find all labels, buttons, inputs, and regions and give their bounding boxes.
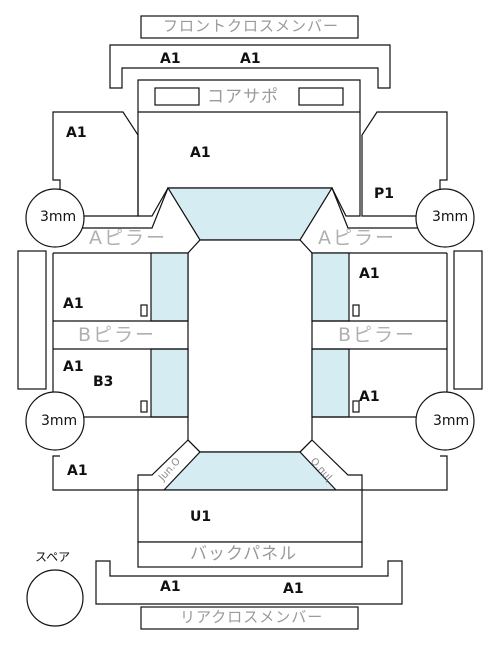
front-left-fender-outline <box>52 111 139 217</box>
c-pillar-lines <box>187 439 313 453</box>
rear-cross-member-label: リアクロスメンバー <box>180 608 324 626</box>
tire-rear-right-value: 3mm <box>433 413 470 429</box>
grade-front-left-door: A1 <box>63 296 84 312</box>
b-pillar-right-label: Bピラー <box>338 324 417 346</box>
rear-cross-member-box <box>140 606 359 630</box>
grade-trunk: U1 <box>190 509 212 525</box>
rear-bumper-outline <box>95 560 403 605</box>
back-panel-label: バックパネル <box>190 544 298 564</box>
left-side-step <box>17 250 47 390</box>
spare-label: スペア <box>35 550 71 564</box>
grade-front-right-door: A1 <box>359 266 380 282</box>
grade-rear-left-quarter: A1 <box>67 463 88 479</box>
front-cross-member-box <box>140 15 359 39</box>
a-pillar-left-label: Aピラー <box>89 227 167 249</box>
rear-right-tire <box>415 391 475 451</box>
grade-rear-left-door: A1 <box>63 359 84 375</box>
front-cross-member-label: フロントクロスメンバー <box>163 17 340 35</box>
a-pillar-right-label: Aピラー <box>318 227 396 249</box>
front-left-door-handle <box>140 304 148 317</box>
spare-tire <box>26 569 84 627</box>
front-right-fender-outline <box>361 111 448 217</box>
back-panel-box <box>137 541 363 568</box>
rear-left-door-handle <box>140 400 148 413</box>
front-right-tire <box>415 188 475 248</box>
tire-rear-left-value: 3mm <box>41 413 78 429</box>
grade-rear-left-door-extra: B3 <box>93 374 114 390</box>
front-right-side-window <box>311 252 350 322</box>
a-pillar-left-top <box>53 187 169 229</box>
core-support-right-slot <box>298 87 344 106</box>
front-left-tire <box>25 188 85 248</box>
front-left-side-window <box>150 252 189 322</box>
a-pillar-right-top <box>331 187 447 229</box>
grade-front-cross-left: A1 <box>160 51 181 67</box>
rear-left-side-window <box>150 348 189 418</box>
grade-front-left-fender: A1 <box>66 125 87 141</box>
front-right-door-handle <box>352 304 360 317</box>
core-support-label: コアサポ <box>207 87 279 107</box>
grade-front-right-fender: P1 <box>374 186 395 202</box>
rear-left-tire <box>25 391 85 451</box>
right-side-step <box>453 250 483 390</box>
windshield <box>166 187 334 241</box>
grade-front-cross-right: A1 <box>240 51 261 67</box>
tire-front-left-value: 3mm <box>40 209 77 225</box>
rear-right-side-window <box>311 348 350 418</box>
grade-bonnet: A1 <box>190 145 211 161</box>
core-support-left-slot <box>154 87 200 106</box>
b-pillar-left-label: Bピラー <box>78 324 157 346</box>
grade-rear-cross-right: A1 <box>283 581 304 597</box>
tire-front-right-value: 3mm <box>432 209 469 225</box>
roof-panel <box>187 239 313 453</box>
rear-window <box>162 451 338 491</box>
trunk-lid <box>137 489 363 543</box>
rear-right-door-handle <box>352 400 360 413</box>
grade-rear-cross-left: A1 <box>160 579 181 595</box>
grade-rear-right-door: A1 <box>359 389 380 405</box>
front-bumper-outline <box>109 44 391 89</box>
